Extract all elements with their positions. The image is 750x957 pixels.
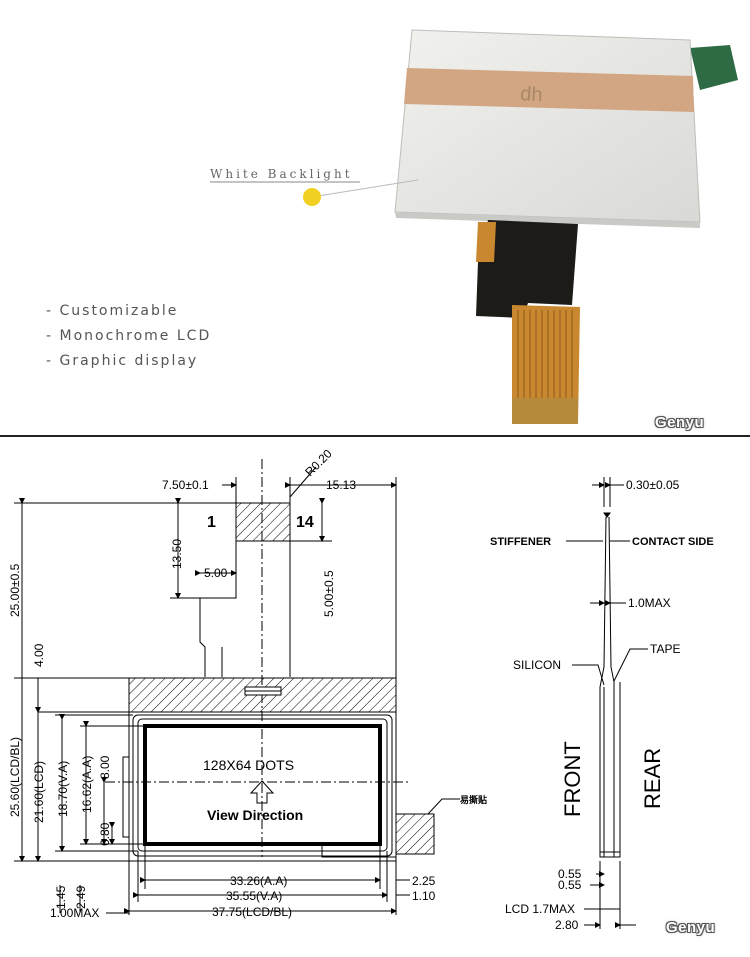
dim-va-width: 35.55(V.A) [226, 889, 282, 903]
brand-watermark: Genyu [655, 414, 705, 431]
technical-drawing: 1 14 7.50±0.1 R0.20 15.13 13.50 5.00 5.0… [8, 446, 714, 932]
dim-8: 8.00 [98, 755, 112, 779]
stiffener-label: STIFFENER [490, 536, 551, 548]
callout-dot [303, 188, 321, 206]
fpc-dark [476, 220, 578, 318]
dim-aa-height: 16.62(A.A) [80, 756, 94, 813]
dim-1-max: 1.00MAX [50, 906, 99, 920]
dim-lcd-bl-height: 25.60(LCD/BL) [8, 737, 22, 817]
view-direction-label: View Direction [207, 807, 303, 823]
green-tab [690, 45, 738, 90]
silicon-label: SILICON [513, 658, 561, 672]
brand-watermark-drawing: Genyu [666, 919, 716, 936]
dim-tail-width: 5.00 [204, 566, 228, 580]
fpc-cable [476, 222, 496, 262]
dim-lcd-width: 37.75(LCD/BL) [212, 905, 292, 919]
dim-width-right: 15.13 [326, 478, 356, 492]
side-stiffener [603, 512, 611, 518]
product-photo-section: dh White Backlight - Customizable - Mono… [0, 0, 750, 436]
dim-pitch-top: 7.50±0.1 [162, 478, 209, 492]
side-dim-2-80: 2.80 [555, 918, 579, 932]
pin-1-label: 1 [207, 514, 216, 531]
technical-drawing-section: 1 14 7.50±0.1 R0.20 15.13 13.50 5.00 5.0… [0, 437, 750, 957]
section-divider [0, 435, 750, 437]
screen-text: 128X64 DOTS [203, 757, 294, 773]
contact-side-label: CONTACT SIDE [632, 536, 714, 548]
fpc-tail [512, 305, 580, 424]
dim-1-45: 1.45 [54, 885, 68, 909]
dim-aa-width: 33.26(A.A) [230, 874, 287, 888]
side-dim-1-max: 1.0MAX [628, 596, 671, 610]
dim-tail-right: 5.00±0.5 [322, 570, 336, 617]
easy-pull-tab [395, 813, 435, 855]
front-label: FRONT [560, 741, 585, 817]
tape-note: 易撕贴 [460, 794, 487, 805]
view-area [143, 724, 382, 846]
dim-6-8: 6.80 [98, 822, 112, 846]
svg-text:dh: dh [520, 83, 543, 106]
dim-tail-length: 13.50 [170, 539, 184, 569]
dim-2-25: 2.25 [412, 874, 436, 888]
feature-item: - Customizable [46, 303, 179, 319]
callout-label: White Backlight [210, 167, 353, 181]
dim-va-height: 18.70(V.A) [56, 761, 70, 817]
pin-14-label: 14 [296, 514, 314, 531]
fpc-hatched-contact [235, 502, 291, 542]
dim-lcd-height: 21.60(LCD) [32, 761, 46, 823]
side-dim-0-55b: 0.55 [558, 878, 582, 892]
feature-item: - Graphic display [46, 353, 199, 369]
feature-item: - Monochrome LCD [46, 328, 212, 344]
side-dim-thickness: 0.30±0.05 [626, 478, 680, 492]
dim-total-height: 25.00±0.5 [8, 563, 22, 617]
dim-1-10: 1.10 [412, 889, 436, 903]
dim-2-49: 2.49 [74, 885, 88, 909]
dim-4: 4.00 [32, 643, 46, 667]
side-dim-lcd-max: LCD 1.7MAX [505, 902, 575, 916]
tape-label: TAPE [650, 642, 680, 656]
tape-strip [404, 68, 694, 112]
lcd-module-photo: dh [210, 29, 738, 424]
backlight-panel [394, 29, 701, 223]
side-dim-0-55a: 0.55 [558, 867, 582, 881]
rear-label: REAR [640, 748, 665, 809]
dim-radius: R0.20 [302, 446, 335, 479]
